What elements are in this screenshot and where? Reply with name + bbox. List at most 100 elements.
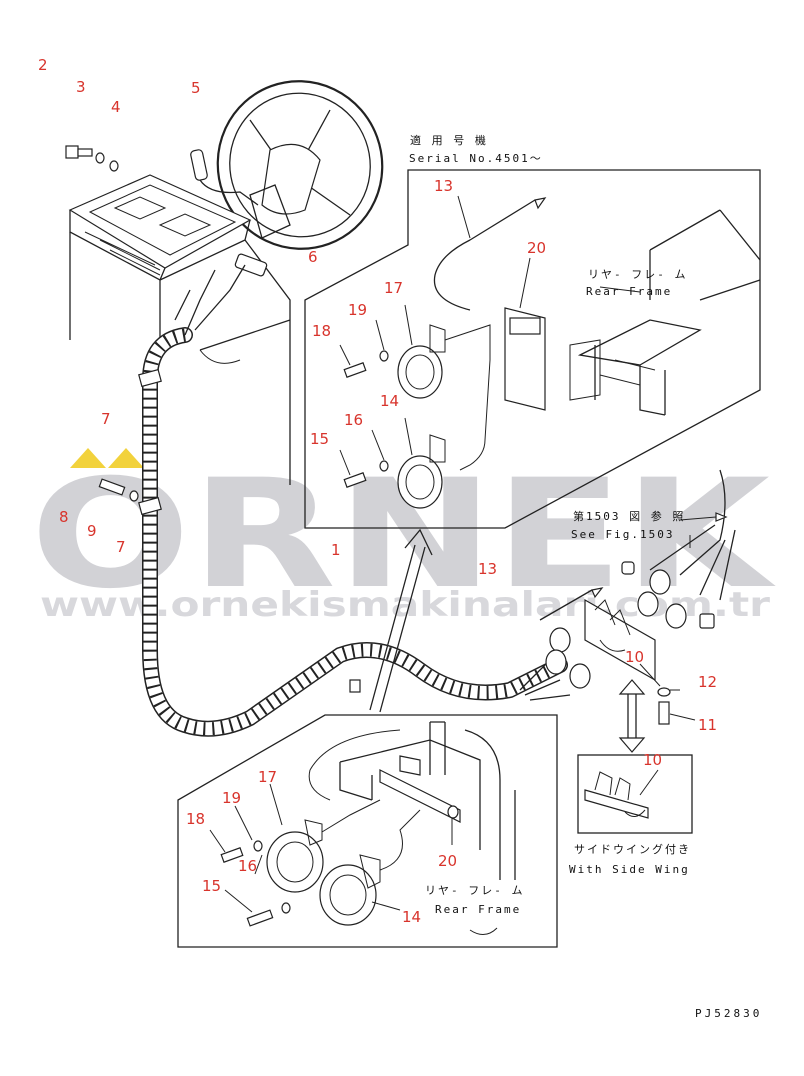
steering-assembly [65, 80, 384, 485]
harness-plug-2 [545, 649, 567, 675]
rear-frame-top [577, 209, 761, 416]
steering-hub [261, 143, 321, 215]
double-arrow [627, 692, 637, 740]
double-arrow-top [618, 679, 646, 695]
drawing-code: PJ52830 [695, 1007, 762, 1020]
harness-connector-small [349, 679, 361, 693]
bolt-8 [98, 478, 126, 496]
clamp-7-lower [138, 496, 162, 516]
callout-19b: 19 [222, 789, 241, 807]
callout-12: 12 [698, 673, 717, 691]
callout-11: 11 [698, 716, 717, 734]
callout-8: 8 [59, 508, 69, 526]
washer-16-top [379, 460, 389, 472]
note-see-fig-en: See Fig.1503 [571, 528, 674, 541]
callout-2: 2 [38, 56, 48, 74]
washer-3 [95, 152, 105, 164]
note-rear-frame-en-bottom: Rear Frame [435, 903, 521, 916]
callout-20b: 20 [438, 852, 457, 870]
callout-10a: 10 [625, 648, 644, 666]
wire-13-bottom [539, 589, 593, 621]
inset-bottom-frame [177, 714, 558, 948]
callout-14b: 14 [402, 908, 421, 926]
rear-frame-bottom-curve [308, 729, 401, 801]
bracket-10-detail [594, 599, 631, 652]
steering-wheel-outer [216, 80, 384, 250]
washer-16-bottom [281, 902, 291, 914]
horn-14-bottom-ring [329, 874, 367, 916]
side-wing-inset [577, 754, 693, 834]
horn-17-bottom [266, 831, 324, 893]
callout-18a: 18 [312, 322, 331, 340]
bracket-20-top-plate [509, 317, 541, 335]
note-side-wing-en: With Side Wing [569, 863, 690, 876]
horn-17-bottom-mount [304, 799, 381, 846]
bracket-20-bottom-2 [399, 755, 421, 776]
view-arrow [369, 528, 433, 713]
inset-top-right [304, 169, 761, 529]
bolt-18-top [343, 362, 367, 378]
plug-b [649, 569, 671, 595]
callout-labels: 2 3 4 5 6 7 8 9 7 1 13 20 17 19 18 16 14… [38, 56, 717, 926]
horn-14-bottom [319, 864, 377, 926]
callout-4: 4 [111, 98, 121, 116]
callout-20a: 20 [527, 239, 546, 257]
callout-15a: 15 [310, 430, 329, 448]
washer-4 [109, 160, 119, 172]
horn-17-top [397, 345, 443, 399]
plug-e [699, 613, 715, 629]
callout-6: 6 [308, 248, 318, 266]
callout-3: 3 [76, 78, 86, 96]
horn-17-top-mount [429, 324, 491, 360]
steering-spokes [249, 109, 351, 216]
note-serial-jp: 適 用 号 機 [410, 133, 488, 147]
horn-14-top-ring [405, 464, 435, 500]
washer-19-top [379, 350, 389, 362]
wire-13-top [433, 199, 536, 311]
horn-17-top-ring [405, 354, 435, 390]
note-see-fig-jp: 第1503 図 参 照 [573, 509, 685, 523]
plug-a [621, 561, 635, 575]
see-fig-arrowhead [715, 512, 728, 522]
callout-7b: 7 [116, 538, 126, 556]
rear-frame-bottom [339, 721, 516, 880]
clamp-7-upper [138, 368, 162, 388]
note-rear-frame-jp-bottom: リヤ- フレ- ム [425, 884, 525, 897]
callout-10b: 10 [643, 751, 662, 769]
washer-12 [657, 687, 671, 697]
right-connector-group [539, 469, 736, 834]
inset-bottom [177, 714, 558, 948]
callout-13a: 13 [434, 177, 453, 195]
callout-16a: 16 [344, 411, 363, 429]
inset-top-frame [304, 169, 761, 529]
plug-d [665, 603, 687, 629]
bracket-20-bottom-nut [447, 805, 459, 819]
callout-13b: 13 [478, 560, 497, 578]
connector-5 [190, 149, 208, 181]
callout-7a: 7 [101, 410, 111, 428]
note-side-wing-jp: サイドウイング付き [574, 842, 691, 856]
callout-18b: 18 [186, 810, 205, 828]
bolt-11 [658, 701, 670, 725]
note-rear-frame-en-top: Rear Frame [586, 285, 672, 298]
callout-15b: 15 [202, 877, 221, 895]
callout-5: 5 [191, 79, 201, 97]
leaders-right [639, 535, 696, 796]
callout-19a: 19 [348, 301, 367, 319]
console-body [69, 232, 291, 485]
leaders-top-inset [339, 195, 641, 476]
harness-plug-3 [569, 663, 591, 689]
bolt-15-bottom [246, 909, 274, 927]
harness-plug-1 [549, 627, 571, 653]
connector-6 [234, 253, 268, 277]
callout-14a: 14 [380, 392, 399, 410]
bolt-shank-2 [77, 148, 93, 157]
callout-1: 1 [331, 541, 341, 559]
main-harness [98, 264, 571, 737]
wire-5 [199, 179, 259, 206]
harness-branch-right [519, 659, 571, 701]
note-serial-en: Serial No.4501～ [409, 152, 543, 165]
steering-wheel-inner [229, 92, 371, 238]
bolt-18-bottom [220, 847, 244, 863]
dash-panel-grille [84, 231, 161, 276]
